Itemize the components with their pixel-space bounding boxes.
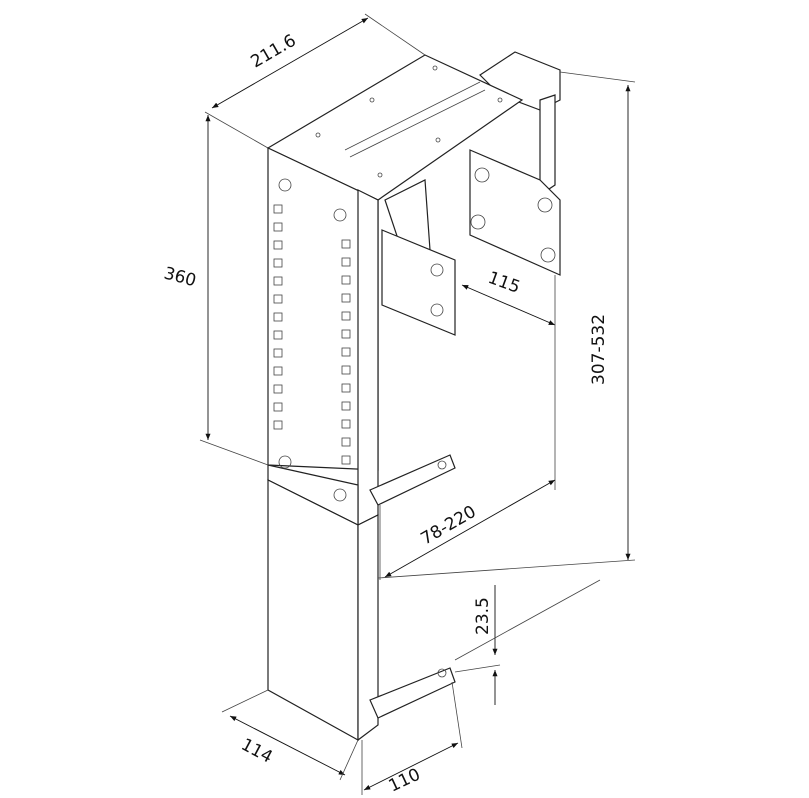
lower-extension — [267, 454, 456, 742]
vent-slot — [341, 437, 351, 447]
vent-slot — [341, 365, 351, 375]
vent-slot — [273, 366, 283, 376]
vent-slot — [273, 330, 283, 340]
vent-slot — [341, 329, 351, 339]
vent-slot — [273, 258, 283, 268]
vent-slot — [341, 455, 351, 465]
vent-slot — [341, 311, 351, 321]
vent-slot — [273, 294, 283, 304]
vent-slot — [273, 312, 283, 322]
vent-slot — [341, 275, 351, 285]
vent-slot — [341, 293, 351, 303]
vent-slot — [273, 402, 283, 412]
vent-slot — [341, 401, 351, 411]
dim-bracket-spacing: 115 — [485, 268, 522, 298]
vent-slot — [341, 257, 351, 267]
vent-slot — [341, 239, 351, 249]
vent-slot — [273, 240, 283, 250]
dim-top-depth: 211.6 — [248, 31, 300, 73]
dim-height: 360 — [162, 264, 199, 292]
vent-slot — [341, 419, 351, 429]
vent-slot — [273, 276, 283, 286]
vent-slot — [273, 384, 283, 394]
dim-total-height: 307-532 — [589, 314, 609, 385]
dimension-lines — [199, 13, 636, 795]
upper-housing — [266, 54, 524, 526]
wall-mount-bracket — [381, 51, 561, 336]
vent-slot — [341, 347, 351, 357]
vent-slot — [273, 204, 283, 214]
dim-lip: 23.5 — [473, 597, 493, 635]
vent-slot — [273, 348, 283, 358]
dim-base-depth: 114 — [238, 735, 276, 768]
vent-slot — [341, 383, 351, 393]
vent-slot — [273, 222, 283, 232]
dim-base-width: 110 — [386, 765, 424, 797]
dim-width-range: 78-220 — [418, 502, 480, 549]
vent-slot — [273, 420, 283, 430]
